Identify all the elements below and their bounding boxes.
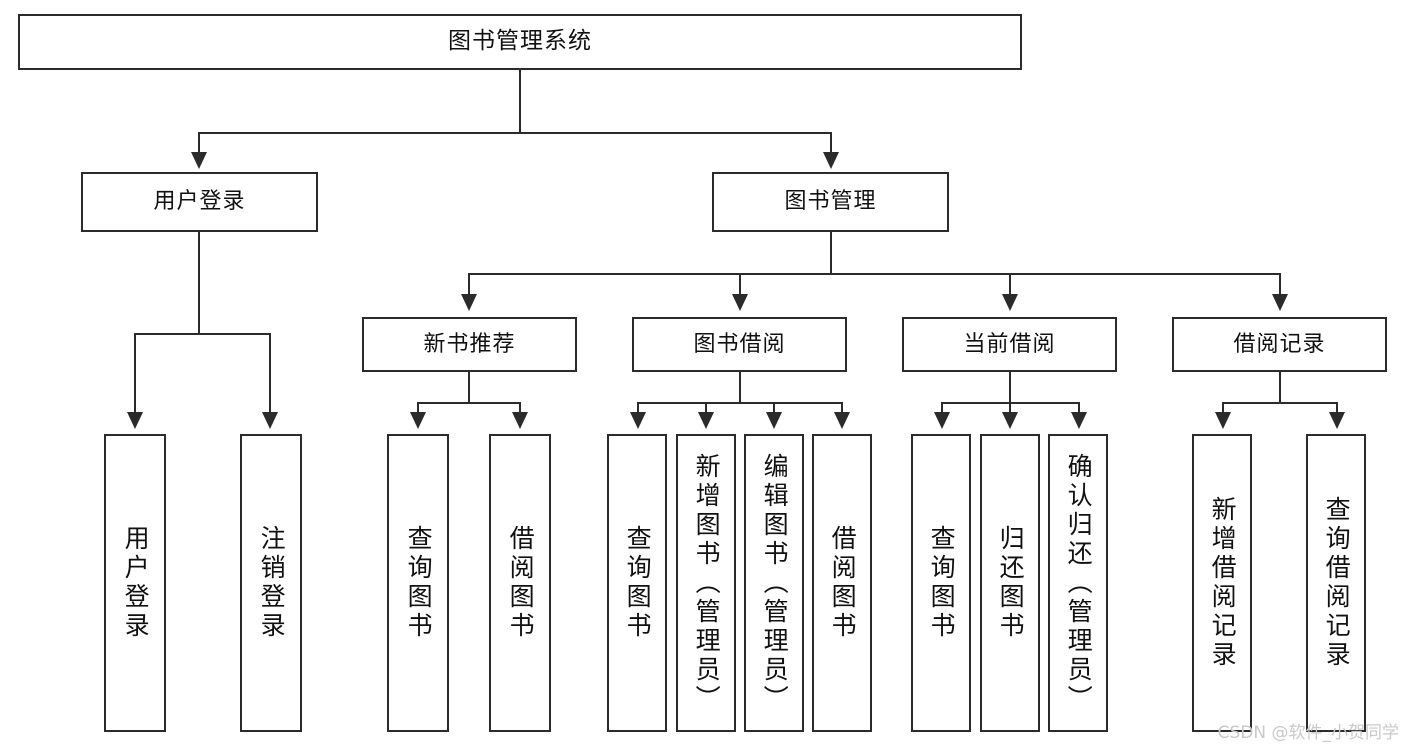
arrowhead-leaf-borrow-book-2 xyxy=(834,412,850,429)
leaf-add-book[interactable]: 新增图书（管理员） xyxy=(676,434,736,732)
node-book-borrow-label: 图书借阅 xyxy=(693,331,786,357)
connector-book-management-bus xyxy=(468,273,1280,275)
leaf-borrow-book-1[interactable]: 借阅图书 xyxy=(489,434,551,732)
node-root[interactable]: 图书管理系统 xyxy=(18,14,1022,70)
connector-user-login-drop-1 xyxy=(134,333,136,415)
connector-user-login-drop-2 xyxy=(269,333,271,415)
leaf-borrow-book-2-label: 借阅图书 xyxy=(828,525,858,641)
node-book-management-label: 图书管理 xyxy=(784,189,877,215)
arrowhead-leaf-borrow-book-1 xyxy=(512,412,528,429)
node-book-management[interactable]: 图书管理 xyxy=(712,172,949,232)
connector-root-to-book-management xyxy=(830,132,832,155)
connector-nbr-bus xyxy=(417,402,520,404)
arrowhead-book-borrow xyxy=(732,294,748,311)
leaf-user-login[interactable]: 用户登录 xyxy=(104,434,166,732)
arrowhead-leaf-add-book xyxy=(698,412,714,429)
arrowhead-leaf-return-book xyxy=(1002,412,1018,429)
leaf-query-book-1-label: 查询图书 xyxy=(404,525,434,641)
arrowhead-leaf-logout xyxy=(262,412,278,429)
leaf-query-book-1[interactable]: 查询图书 xyxy=(387,434,449,732)
connector-bb-bus xyxy=(637,402,843,404)
leaf-query-record[interactable]: 查询借阅记录 xyxy=(1306,434,1366,732)
node-root-label: 图书管理系统 xyxy=(448,28,592,55)
leaf-user-login-label: 用户登录 xyxy=(121,525,151,641)
arrowhead-leaf-query-book-1 xyxy=(410,412,426,429)
leaf-query-book-2-label: 查询图书 xyxy=(623,525,653,641)
leaf-query-book-2[interactable]: 查询图书 xyxy=(607,434,667,732)
leaf-query-book-3[interactable]: 查询图书 xyxy=(911,434,971,732)
arrowhead-leaf-add-record xyxy=(1215,412,1231,429)
leaf-return-book-label: 归还图书 xyxy=(996,525,1026,641)
leaf-confirm-return-label: 确认归还（管理员） xyxy=(1064,452,1094,714)
node-user-login-label: 用户登录 xyxy=(153,189,246,215)
connector-bb-stem xyxy=(739,372,741,403)
leaf-query-record-label: 查询借阅记录 xyxy=(1322,496,1352,670)
connector-user-login-stem xyxy=(198,232,200,334)
node-new-book-recommend[interactable]: 新书推荐 xyxy=(362,317,577,372)
connector-cb-drop-3 xyxy=(1078,402,1080,416)
leaf-logout[interactable]: 注销登录 xyxy=(240,434,302,732)
watermark: CSDN @软件_小贺同学 xyxy=(1217,723,1399,743)
connector-cb-stem xyxy=(1009,372,1011,403)
connector-book-management-stem xyxy=(830,232,832,274)
connector-cb-drop-1 xyxy=(941,402,943,416)
node-user-login[interactable]: 用户登录 xyxy=(81,172,318,232)
arrowhead-leaf-edit-book xyxy=(766,412,782,429)
connector-br-bus xyxy=(1222,402,1338,404)
connector-user-login-bus xyxy=(134,333,271,335)
connector-bb-drop-4 xyxy=(841,402,843,416)
arrowhead-leaf-query-book-2 xyxy=(630,412,646,429)
connector-bb-drop-2 xyxy=(705,402,707,416)
arrowhead-user-login xyxy=(191,152,207,169)
arrowhead-current-borrow xyxy=(1002,294,1018,311)
connector-br-stem xyxy=(1279,372,1281,403)
leaf-borrow-book-1-label: 借阅图书 xyxy=(506,525,536,641)
leaf-add-record[interactable]: 新增借阅记录 xyxy=(1192,434,1252,732)
connector-nbr-drop-1 xyxy=(417,402,419,416)
node-borrow-record-label: 借阅记录 xyxy=(1233,331,1326,357)
connector-root-stem xyxy=(519,70,521,133)
leaf-edit-book-label: 编辑图书（管理员） xyxy=(760,452,790,714)
leaf-query-book-3-label: 查询图书 xyxy=(927,525,957,641)
connector-bm-drop-3 xyxy=(1009,273,1011,298)
connector-nbr-stem xyxy=(468,372,470,403)
arrowhead-new-book-recommend xyxy=(461,294,477,311)
leaf-edit-book[interactable]: 编辑图书（管理员） xyxy=(744,434,804,732)
leaf-logout-label: 注销登录 xyxy=(257,525,287,641)
node-borrow-record[interactable]: 借阅记录 xyxy=(1172,317,1387,372)
connector-nbr-drop-2 xyxy=(519,402,521,416)
leaf-add-book-label: 新增图书（管理员） xyxy=(692,452,722,714)
connector-bb-drop-1 xyxy=(637,402,639,416)
connector-cb-drop-2 xyxy=(1009,402,1011,416)
leaf-confirm-return[interactable]: 确认归还（管理员） xyxy=(1048,434,1108,732)
node-book-borrow[interactable]: 图书借阅 xyxy=(632,317,847,372)
connector-root-bus xyxy=(198,132,832,134)
arrowhead-borrow-record xyxy=(1272,294,1288,311)
leaf-return-book[interactable]: 归还图书 xyxy=(980,434,1040,732)
connector-bm-drop-4 xyxy=(1279,273,1281,298)
node-new-book-recommend-label: 新书推荐 xyxy=(423,331,516,357)
arrowhead-leaf-query-record xyxy=(1329,412,1345,429)
connector-root-to-user-login xyxy=(198,132,200,155)
node-current-borrow[interactable]: 当前借阅 xyxy=(902,317,1117,372)
arrowhead-book-management xyxy=(823,152,839,169)
arrowhead-leaf-query-book-3 xyxy=(934,412,950,429)
arrowhead-leaf-user-login xyxy=(127,412,143,429)
connector-br-drop-1 xyxy=(1222,402,1224,416)
arrowhead-leaf-confirm-return xyxy=(1071,412,1087,429)
connector-bb-drop-3 xyxy=(773,402,775,416)
leaf-borrow-book-2[interactable]: 借阅图书 xyxy=(812,434,872,732)
node-current-borrow-label: 当前借阅 xyxy=(963,331,1056,357)
connector-br-drop-2 xyxy=(1336,402,1338,416)
connector-bm-drop-2 xyxy=(739,273,741,298)
connector-bm-drop-1 xyxy=(468,273,470,298)
leaf-add-record-label: 新增借阅记录 xyxy=(1208,496,1238,670)
